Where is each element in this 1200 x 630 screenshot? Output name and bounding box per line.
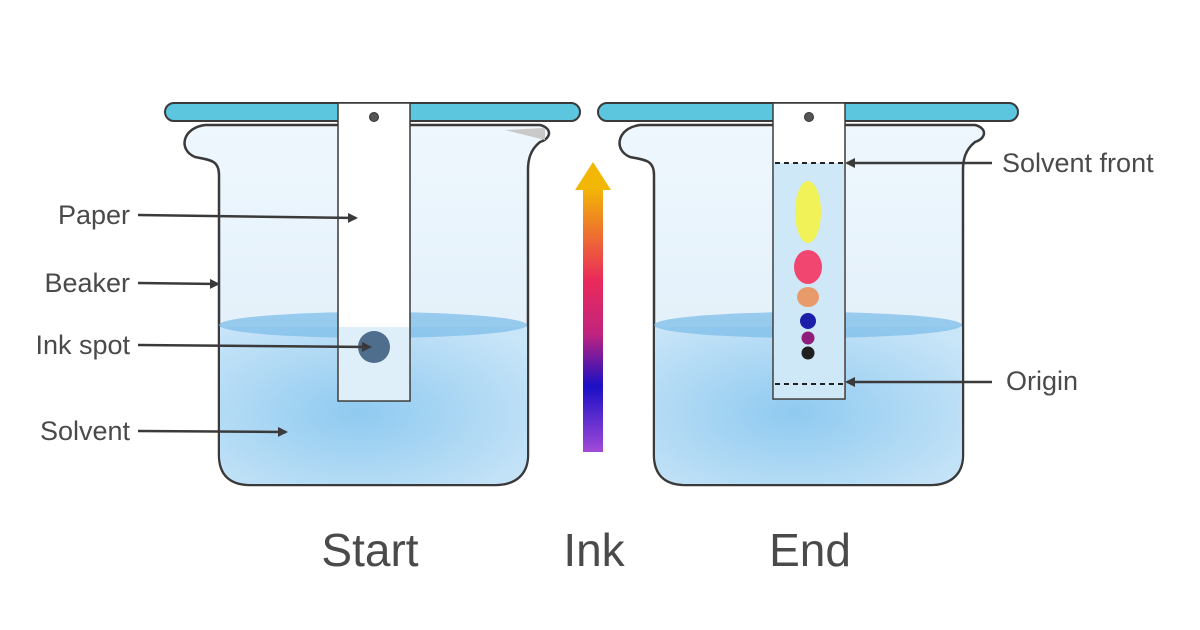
- paper-clip-hole: [369, 112, 379, 122]
- ink-band-black: [801, 346, 815, 360]
- ink-band-yellow: [795, 181, 821, 243]
- label-solvent: Solvent: [40, 416, 131, 446]
- label-solvent-front: Solvent front: [1002, 148, 1154, 178]
- beaker-end-solvent: [655, 327, 962, 484]
- label-origin: Origin: [1006, 366, 1078, 396]
- paper-clip-hole: [804, 112, 814, 122]
- ink-band-orange: [797, 287, 819, 307]
- label-paper: Paper: [58, 200, 130, 230]
- paper-strip-start: [337, 102, 411, 402]
- caption-ink: Ink: [563, 524, 625, 576]
- solvent-pointer: [137, 426, 288, 437]
- ink-band-red: [794, 250, 822, 284]
- beaker-end: [618, 123, 986, 487]
- pointer-arrows: [137, 158, 992, 437]
- ink-direction-arrow: [575, 162, 611, 452]
- ink-band-blue: [800, 313, 816, 329]
- ink-spot-pointer: [137, 341, 372, 352]
- paper-pointer: [137, 212, 358, 223]
- beaker-start-solvent: [220, 327, 527, 484]
- label-beaker: Beaker: [44, 268, 130, 298]
- ink-band-purple: [801, 331, 815, 345]
- label-ink-spot: Ink spot: [35, 330, 130, 360]
- caption-start: Start: [321, 524, 418, 576]
- beaker-start-glare: [505, 128, 545, 140]
- ink-spot: [358, 331, 390, 363]
- beaker-pointer: [137, 278, 220, 289]
- paper-strip-end: [772, 102, 846, 400]
- caption-end: End: [769, 524, 851, 576]
